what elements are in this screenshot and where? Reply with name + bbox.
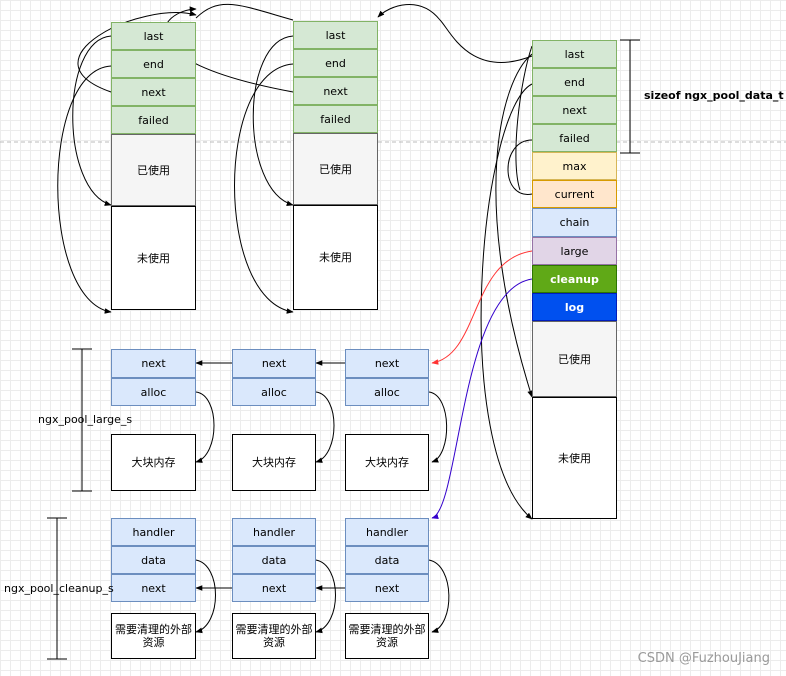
large-alloc-2 bbox=[315, 391, 335, 463]
large-alloc-1 bbox=[195, 391, 215, 463]
pool-data-size-label: sizeof ngx_pool_data_t bbox=[644, 89, 784, 102]
pool1-next: next bbox=[111, 78, 196, 106]
cleanup1-data: data bbox=[111, 546, 196, 574]
watermark: CSDN @FuzhouJiang bbox=[637, 651, 770, 666]
pool3-chain: chain bbox=[532, 208, 617, 237]
cleanup3-resource: 需要清理的外部资源 bbox=[345, 613, 429, 659]
pool1-last: last bbox=[111, 22, 196, 50]
next-pointer-3 bbox=[377, 4, 533, 63]
pool2-used: 已使用 bbox=[293, 133, 378, 205]
pool3-cleanup: cleanup bbox=[532, 265, 617, 293]
large2-alloc: alloc bbox=[232, 378, 316, 406]
pool3-next: next bbox=[532, 96, 617, 124]
end-pointer-3 bbox=[480, 83, 533, 520]
pool3-current: current bbox=[532, 180, 617, 208]
large-alloc-3 bbox=[428, 391, 448, 463]
cleanup3-data: data bbox=[345, 546, 429, 574]
pool3-last: last bbox=[532, 40, 617, 68]
last-pointer-2 bbox=[252, 35, 294, 206]
cleanup-data-2 bbox=[315, 559, 336, 634]
pool2-failed: failed bbox=[293, 105, 378, 133]
cleanup2-next: next bbox=[232, 574, 316, 602]
pool1-failed: failed bbox=[111, 106, 196, 134]
large1-alloc: alloc bbox=[111, 378, 196, 406]
pool3-large: large bbox=[532, 237, 617, 265]
end-pointer-1 bbox=[57, 65, 112, 314]
current-pointer bbox=[507, 139, 533, 195]
pool2-next: next bbox=[293, 77, 378, 105]
cleanup3-next: next bbox=[345, 574, 429, 602]
cleanup1-handler: handler bbox=[111, 518, 196, 546]
large2-memory: 大块内存 bbox=[232, 434, 316, 491]
large2-next: next bbox=[232, 349, 316, 378]
next-pointer-1 bbox=[77, 10, 197, 93]
pool2-unused: 未使用 bbox=[293, 205, 378, 310]
pool1-end: end bbox=[111, 50, 196, 78]
pool1-used: 已使用 bbox=[111, 134, 196, 206]
cleanup-struct-label: ngx_pool_cleanup_s bbox=[4, 582, 114, 595]
cleanup-pointer bbox=[431, 278, 533, 519]
pool3-end: end bbox=[532, 68, 617, 96]
large1-memory: 大块内存 bbox=[111, 434, 196, 491]
pool3-failed: failed bbox=[532, 124, 617, 152]
pool3-log: log bbox=[532, 293, 617, 321]
large3-memory: 大块内存 bbox=[345, 434, 429, 491]
current-pointer-b bbox=[515, 45, 533, 191]
large3-next: next bbox=[345, 349, 429, 378]
last-pointer-1 bbox=[72, 35, 112, 206]
cleanup-data-1 bbox=[195, 559, 216, 634]
large1-next: next bbox=[111, 349, 196, 378]
cleanup2-handler: handler bbox=[232, 518, 316, 546]
pool2-end: end bbox=[293, 49, 378, 77]
cleanup2-data: data bbox=[232, 546, 316, 574]
next-pointer-2b bbox=[195, 3, 294, 21]
pool2-last: last bbox=[293, 21, 378, 49]
pool3-used: 已使用 bbox=[532, 321, 617, 397]
cleanup1-resource: 需要清理的外部资源 bbox=[111, 613, 196, 659]
pool1-unused: 未使用 bbox=[111, 206, 196, 310]
cleanup2-resource: 需要清理的外部资源 bbox=[232, 613, 316, 659]
end-pointer-2 bbox=[234, 63, 294, 314]
large3-alloc: alloc bbox=[345, 378, 429, 406]
pool3-unused: 未使用 bbox=[532, 397, 617, 519]
pool3-max: max bbox=[532, 152, 617, 180]
cleanup1-next: next bbox=[111, 574, 196, 602]
large-struct-label: ngx_pool_large_s bbox=[38, 413, 133, 426]
large-pointer bbox=[431, 250, 533, 365]
cleanup3-handler: handler bbox=[345, 518, 429, 546]
cleanup-data-3 bbox=[428, 559, 450, 633]
